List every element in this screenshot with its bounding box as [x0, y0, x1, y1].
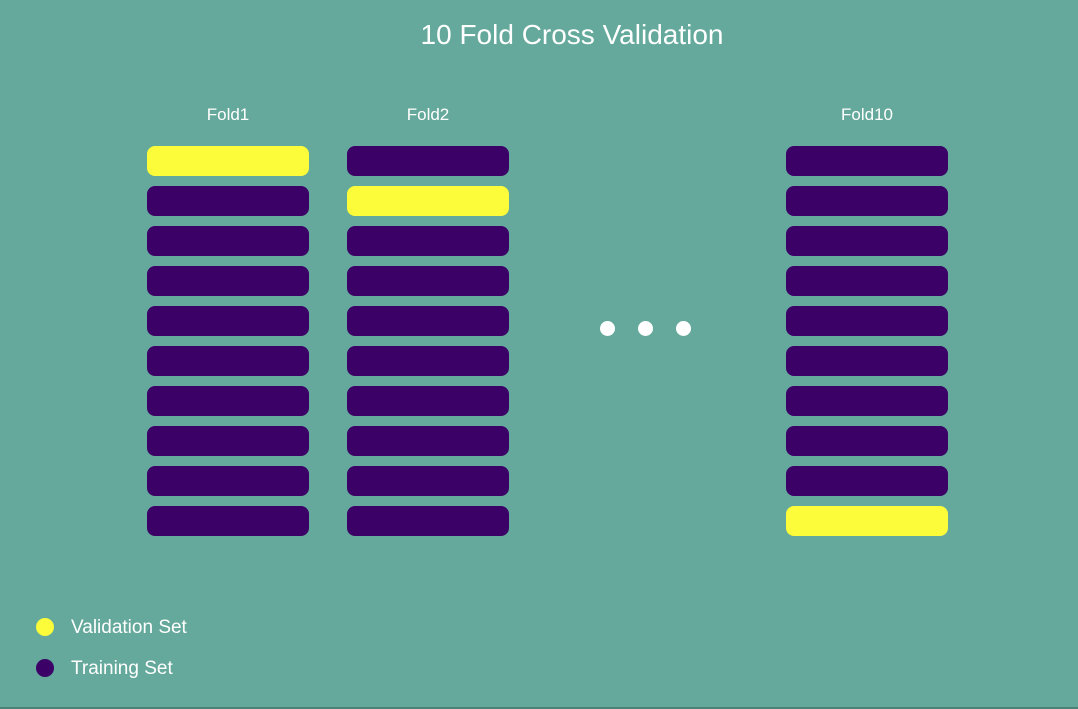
legend-label-training: Training Set	[71, 657, 173, 679]
validation-bar	[347, 186, 509, 216]
fold-bars	[786, 146, 948, 536]
training-bar	[347, 426, 509, 456]
training-bar	[147, 346, 309, 376]
training-bar	[786, 266, 948, 296]
bottom-edge-strip	[0, 707, 1078, 709]
figure-title: 10 Fold Cross Validation	[420, 19, 724, 50]
fold-column-fold2: Fold2	[347, 105, 509, 546]
ellipsis-dot	[600, 321, 615, 336]
fold-label: Fold1	[206, 105, 250, 124]
training-bar	[347, 506, 509, 536]
training-bar	[786, 346, 948, 376]
training-bar	[786, 226, 948, 256]
training-bar	[786, 306, 948, 336]
training-bar	[347, 306, 509, 336]
validation-bar	[147, 146, 309, 176]
ellipsis-dot	[638, 321, 653, 336]
training-bar	[786, 186, 948, 216]
validation-swatch-icon	[36, 618, 54, 636]
training-bar	[347, 226, 509, 256]
legend-label-validation: Validation Set	[71, 616, 187, 638]
training-bar	[147, 306, 309, 336]
training-bar	[147, 386, 309, 416]
fold-column-fold1: Fold1	[147, 105, 309, 546]
ellipsis-dots	[600, 321, 691, 336]
validation-bar	[786, 506, 948, 536]
legend: Validation Set Training Set	[36, 614, 187, 696]
legend-item-validation: Validation Set	[36, 614, 187, 640]
training-bar	[347, 346, 509, 376]
training-bar	[147, 226, 309, 256]
training-bar	[147, 266, 309, 296]
training-bar	[786, 386, 948, 416]
fold-bars	[347, 146, 509, 536]
training-bar	[147, 506, 309, 536]
fold-label: Fold10	[841, 105, 893, 124]
legend-item-training: Training Set	[36, 655, 187, 681]
training-bar	[786, 426, 948, 456]
fold-label: Fold2	[406, 105, 450, 124]
training-bar	[147, 466, 309, 496]
training-bar	[147, 426, 309, 456]
training-bar	[347, 146, 509, 176]
training-bar	[786, 146, 948, 176]
training-bar	[347, 266, 509, 296]
training-swatch-icon	[36, 659, 54, 677]
training-bar	[786, 466, 948, 496]
training-bar	[347, 386, 509, 416]
training-bar	[147, 186, 309, 216]
training-bar	[347, 466, 509, 496]
fold-bars	[147, 146, 309, 536]
ellipsis-dot	[676, 321, 691, 336]
fold-column-fold10: Fold10	[786, 105, 948, 546]
